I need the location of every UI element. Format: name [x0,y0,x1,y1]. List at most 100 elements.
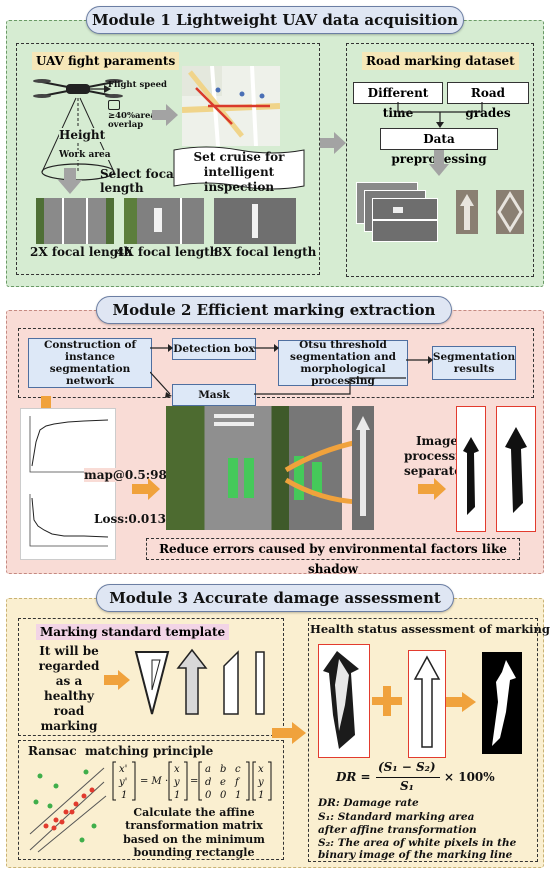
cropped-marking-1 [352,406,374,530]
flight-arrow-icon [88,85,111,93]
arrow-to-map [152,104,178,126]
health-box [308,618,538,862]
network-flow-box [18,328,534,398]
focal-8x-label: 8X focal length [214,245,317,259]
work-area-label: Work area [59,150,111,160]
uav-params-box [16,43,320,275]
orange-arrow-template [104,670,130,690]
svg-text:c: c [235,764,241,775]
formula-denominator: S₁ [400,779,414,793]
photo-8x-focal [214,198,296,244]
dataset-stack-front [372,198,438,242]
training-curves-panel [20,408,116,560]
def-s2-line2: binary image of the marking line [318,849,513,861]
orange-arrow-right-2 [418,478,446,500]
camera-icon [108,100,120,110]
select-focal-label: Select focal length [100,167,179,196]
orange-arrow-to-health [272,722,306,744]
formula-tail: × 100% [444,770,495,784]
template-marking-image [408,650,446,758]
photo-4x-focal [124,198,204,244]
loss-curve-plot [29,494,109,547]
seg-results-box: Segmentation results [432,346,516,380]
def-s2-line1: S₂: The area of white pixels in the [318,837,517,849]
uav-drone-illustration [33,79,123,181]
different-time-box: Different time [353,82,443,120]
uav-params-label: UAV fight paraments [32,52,180,70]
plus-icon [372,686,402,716]
template-label: Marking standard template [36,624,230,640]
arrow-to-dataset [320,132,346,154]
health-label: Health status assessment of markings [310,622,550,636]
svg-text:f: f [234,777,241,788]
orange-arrow-right-1 [132,478,160,500]
svg-text:x: x [258,764,264,775]
svg-text:y': y' [118,777,127,788]
healthy-text: It will be regarded as a healthy road ma… [38,644,100,733]
focal-2x-label: 2X focal length [30,245,133,259]
overlap-label: ≥40%area overlap [108,111,156,131]
svg-text:d: d [205,777,211,788]
standard-marking-shapes [134,648,265,715]
arrow-down-dataset [429,150,449,176]
arrow-down-to-photos [58,168,82,194]
module1-title: Module 1 Lightweight UAV data acquisitio… [86,6,464,34]
dataset-label: Road marking dataset [362,52,519,70]
svg-text:= M ·: = M · [140,776,168,787]
svg-text:b: b [220,764,226,775]
height-label: Height [59,128,106,142]
map-curve-plot [29,416,109,473]
data-preprocessing-box: Data preprocessing [380,128,498,166]
dataset-diamond-sample [496,190,524,234]
svg-text:x': x' [119,764,127,775]
dataset-connector [397,102,483,128]
dataset-arrow-sample [456,190,478,234]
binary-result-image [482,652,522,754]
damage-rate-formula: DR = (S₁ − S₂) S₁ × 100% [336,760,506,794]
flow-connectors [150,344,433,398]
construction-box: Construction of instance segmentation ne… [28,338,152,388]
binary-marking-2 [496,406,536,532]
road-grades-box: Road grades [447,82,529,120]
svg-text:1: 1 [258,790,264,801]
svg-text:y: y [173,777,180,788]
orange-arrow-to-binary [446,692,476,712]
def-s1-line1: S₁: Standard marking area [318,811,475,823]
svg-text:1: 1 [121,790,127,801]
dataset-box [346,43,534,277]
svg-text:=: = [190,776,198,787]
reduce-errors-box: Reduce errors caused by environmental fa… [146,538,520,576]
cruise-label: Set cruise for intelligent inspection [193,150,285,194]
segmentation-aerial-image [166,406,342,530]
svg-text:1: 1 [174,790,180,801]
ransac-box [18,740,284,860]
svg-text:x: x [174,764,180,775]
damaged-marking-image [318,644,370,758]
photo-2x-focal [36,198,114,244]
focal-4x-label: 4X focal length [116,245,219,259]
formula-bar [376,777,440,778]
svg-text:e: e [220,777,226,788]
svg-text:1: 1 [235,790,241,801]
ransac-scatter-plot [29,767,107,853]
svg-text:0: 0 [220,790,227,801]
formula-numerator: (S₁ − S₂) [378,760,436,774]
flight-speed-label: Flight speed [108,80,167,90]
svg-text:0: 0 [205,790,212,801]
svg-text:y: y [257,777,264,788]
binary-marking-1 [456,406,486,532]
route-map [182,66,280,146]
module2-title: Module 2 Efficient marking extraction [96,296,452,324]
module3-title: Module 3 Accurate damage assessment [96,584,454,612]
ransac-label: Ransac matching principle [28,744,214,758]
def-s1-line2: after affine transformation [318,824,477,836]
def-dr: DR: Damage rate [318,797,419,809]
template-box [18,618,284,736]
loss-metric-label: Loss:0.0134 [94,512,175,526]
mask-box: Mask [172,384,256,406]
detection-box: Detection box [172,338,256,360]
affine-text: Calculate the affine transformation matr… [123,806,265,860]
svg-text:a: a [205,764,211,775]
formula-lhs: DR = [336,770,371,784]
